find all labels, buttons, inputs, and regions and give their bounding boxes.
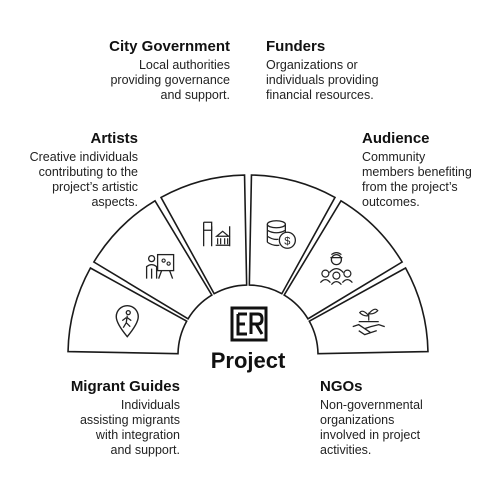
- segment-ngos: [308, 266, 429, 355]
- segment-icons: $: [115, 220, 385, 338]
- community-people-icon: [319, 252, 353, 286]
- label-description: Community members benefiting from the pr…: [362, 150, 472, 209]
- label-migrant-guides: Migrant Guides Individuals assisting mig…: [40, 378, 180, 458]
- map-pin-hiker-icon: [115, 305, 139, 338]
- label-title: Audience: [362, 130, 430, 147]
- label-title: Artists: [90, 130, 138, 147]
- project-title: Project: [210, 348, 286, 373]
- coins-dollar-icon: $: [266, 220, 297, 249]
- city-hall-icon: [202, 221, 231, 247]
- label-ngos: NGOs Non-governmental organizations invo…: [320, 378, 460, 458]
- label-artists: Artists Creative individuals contributin…: [10, 130, 138, 210]
- label-description: Local authorities providing governance a…: [110, 58, 230, 102]
- label-funders: Funders Organizations or individuals pro…: [266, 38, 416, 103]
- label-audience: Audience Community members benefiting fr…: [362, 130, 492, 210]
- segment-audience: [283, 199, 404, 320]
- label-title: Migrant Guides: [70, 378, 180, 395]
- svg-text:$: $: [284, 235, 290, 247]
- label-description: Organizations or individuals providing f…: [266, 58, 379, 102]
- handshake-plant-icon: [352, 308, 385, 336]
- project-logo: [230, 306, 268, 342]
- label-description: Non-governmental organizations involved …: [320, 398, 423, 457]
- label-description: Creative individuals contributing to the…: [29, 150, 138, 209]
- label-title: City Government: [109, 38, 230, 55]
- painter-easel-icon: [145, 253, 175, 279]
- segment-artists: [92, 199, 213, 320]
- label-title: NGOs: [320, 378, 363, 395]
- label-city-government: City Government Local authorities provid…: [80, 38, 230, 103]
- label-description: Individuals assisting migrants with inte…: [79, 398, 180, 457]
- label-title: Funders: [266, 38, 326, 55]
